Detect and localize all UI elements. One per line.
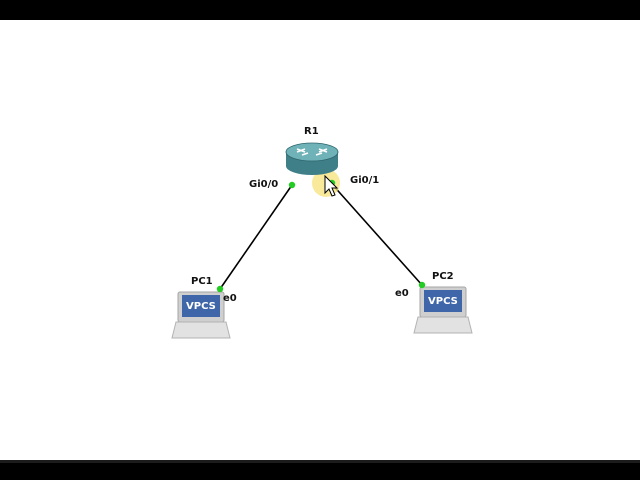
interface-label-pc1-e0: e0 bbox=[223, 293, 237, 304]
topology-canvas[interactable]: R1 PC1 PC2 Gi0/0 Gi0/1 e0 e0 VPCS VPCS bbox=[0, 20, 640, 460]
pc-pc2[interactable] bbox=[413, 286, 473, 334]
link-r1-pc2[interactable] bbox=[330, 182, 423, 286]
bottom-letterbox-bar bbox=[0, 460, 640, 480]
pc2-screen-text: VPCS bbox=[428, 296, 458, 307]
bottom-strip bbox=[0, 460, 640, 463]
status-dot-pc1-e0 bbox=[216, 285, 224, 293]
status-dot-r1-gi0-0 bbox=[288, 181, 296, 189]
link-r1-pc1[interactable] bbox=[219, 184, 293, 290]
interface-label-gi0-1: Gi0/1 bbox=[350, 175, 380, 186]
top-letterbox-bar bbox=[0, 0, 640, 20]
topology-drawing bbox=[171, 142, 473, 339]
pc1-screen-text: VPCS bbox=[186, 301, 216, 312]
interface-label-pc2-e0: e0 bbox=[395, 288, 409, 299]
router-icon bbox=[285, 142, 339, 175]
vpcs-terminal-icon bbox=[171, 291, 231, 339]
status-dot-pc2-e0 bbox=[418, 281, 426, 289]
interface-label-gi0-0: Gi0/0 bbox=[249, 179, 279, 190]
vpcs-terminal-icon bbox=[413, 286, 473, 334]
pc1-label: PC1 bbox=[191, 276, 213, 287]
mouse-pointer-icon bbox=[324, 174, 339, 197]
router-label: R1 bbox=[304, 126, 319, 137]
router-r1[interactable] bbox=[285, 142, 339, 175]
pc-pc1[interactable] bbox=[171, 291, 231, 339]
pc2-label: PC2 bbox=[432, 271, 454, 282]
